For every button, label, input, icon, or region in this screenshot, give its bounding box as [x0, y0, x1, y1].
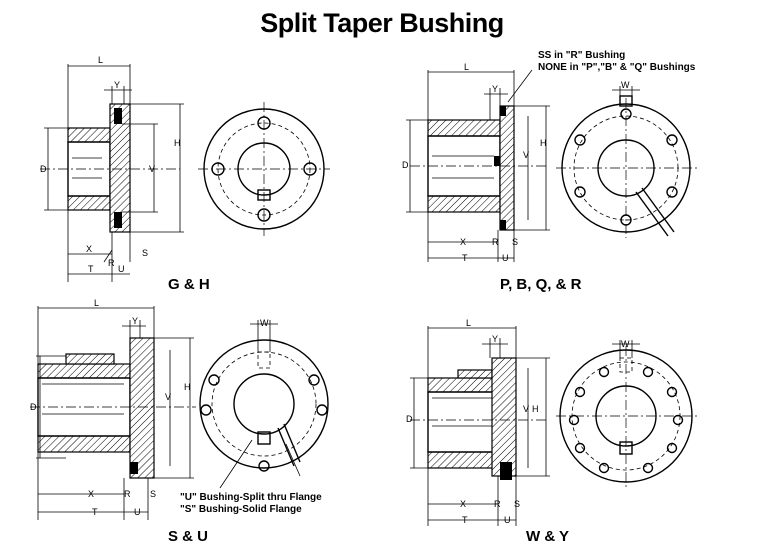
caption-pbqr: P, B, Q, & R: [500, 276, 582, 293]
gh-dim-h: H: [174, 138, 181, 148]
su-dim-d: D: [30, 402, 37, 412]
wy-dim-d: D: [406, 414, 413, 424]
wy-dim-t: T: [462, 515, 468, 525]
su-dimension-labels: L Y D V H X R T U S: [30, 298, 191, 517]
gh-dim-y: Y: [114, 80, 120, 90]
wy-dim-y: Y: [492, 334, 498, 344]
gh-dimension-labels: L Y D V H X R T U S: [40, 55, 181, 274]
pbqr-dim-w: W: [621, 80, 630, 90]
ss-note-line1: SS in "R" Bushing: [538, 50, 626, 61]
gh-dim-d: D: [40, 164, 47, 174]
su-side-view: [30, 306, 196, 520]
pbqr-dim-d: D: [402, 160, 409, 170]
pbqr-dim-l: L: [464, 62, 469, 72]
pbqr-dim-x: X: [460, 237, 466, 247]
wy-dim-u: U: [504, 515, 511, 525]
wy-dim-w: W: [621, 339, 630, 349]
ss-note-line2: NONE in "P","B" & "Q" Bushings: [538, 62, 696, 73]
pbqr-dim-y: Y: [492, 84, 498, 94]
ss-note: SS in "R" Bushing NONE in "P","B" & "Q" …: [538, 50, 695, 74]
gh-front-view: [198, 102, 330, 236]
pbqr-dim-s: S: [512, 237, 518, 247]
su-dim-u: U: [134, 507, 141, 517]
su-dim-s: S: [150, 489, 156, 499]
su-notes: "U" Bushing-Split thru Flange "S" Bushin…: [180, 492, 322, 516]
wy-dim-s: S: [514, 499, 520, 509]
wy-dim-l: L: [466, 318, 471, 328]
su-dim-w: W: [260, 318, 269, 328]
su-dim-x: X: [88, 489, 94, 499]
caption-su: S & U: [168, 528, 209, 545]
gh-dim-s: S: [142, 248, 148, 258]
gh-dim-t: T: [88, 264, 94, 274]
gh-dim-l: L: [98, 55, 103, 65]
su-dim-h: H: [184, 382, 191, 392]
gh-dim-x: X: [86, 244, 92, 254]
wy-dim-h: H: [532, 404, 539, 414]
caption-gh: G & H: [168, 276, 210, 293]
su-dim-t: T: [92, 507, 98, 517]
wy-dimension-labels: L Y D V H X R T U S: [406, 318, 539, 525]
su-front-view: [199, 320, 329, 489]
su-dim-y: Y: [132, 316, 138, 326]
s-bushing-note: "S" Bushing-Solid Flange: [180, 504, 302, 515]
su-dim-v: V: [165, 392, 171, 402]
gh-dim-u: U: [118, 264, 125, 274]
gh-side-view: [40, 64, 184, 282]
pbqr-dim-u: U: [502, 253, 509, 263]
pbqr-side-view: [406, 69, 550, 262]
pbqr-dim-t: T: [462, 253, 468, 263]
su-dim-l: L: [94, 298, 99, 308]
wy-dim-x: X: [460, 499, 466, 509]
su-dim-r: R: [124, 489, 131, 499]
wy-side-view: [410, 326, 550, 526]
caption-wy: W & Y: [526, 528, 570, 545]
wy-dim-r: R: [494, 499, 501, 509]
u-bushing-note: "U" Bushing-Split thru Flange: [180, 492, 322, 503]
page-title: Split Taper Bushing: [260, 8, 504, 38]
wy-dim-v: V: [523, 404, 529, 414]
pbqr-dimension-labels: L Y D V H X R T U S: [402, 62, 547, 263]
wy-front-view: [556, 340, 700, 488]
pbqr-front-view: [556, 86, 698, 238]
pbqr-dim-v: V: [523, 150, 529, 160]
pbqr-dim-h: H: [540, 138, 547, 148]
gh-dim-r: R: [108, 258, 115, 268]
gh-dim-v: V: [149, 164, 155, 174]
pbqr-dim-r: R: [492, 237, 499, 247]
